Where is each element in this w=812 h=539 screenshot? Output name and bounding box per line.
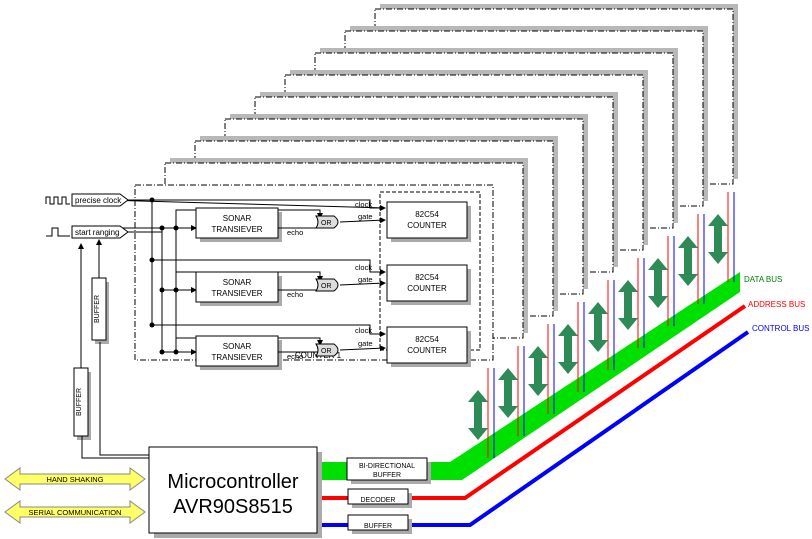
control-bus-label: CONTROL BUS [752, 324, 810, 333]
buffer-bus-label: BUFFER [364, 523, 392, 530]
microcontroller-title: Microcontroller [167, 471, 298, 493]
clock-label-1: clock [355, 200, 372, 209]
channel-1: SONAR TRANSIEVER echo OR clock gate 82C5… [103, 199, 471, 242]
bus-interfaces: BI-DIRECTIONAL BUFFER DECODER BUFFER [346, 457, 431, 534]
data-bus-arrow [468, 390, 488, 440]
or-gate-3: OR [321, 348, 332, 355]
microcontroller-model: AVR90S8515 [173, 496, 293, 518]
data-bus-label: DATA BUS [744, 275, 782, 284]
sonar-label-3b: TRANSIEVER [211, 353, 262, 362]
clock-waveform-icon [45, 196, 70, 205]
address-bus-label: ADDRESS BUS [748, 300, 805, 309]
decoder-label: DECODER [360, 497, 395, 504]
handshaking-arrow [4, 467, 146, 491]
clock-label-2: clock [355, 263, 372, 272]
gate-label-1: gate [358, 212, 373, 221]
sonar-label-3: SONAR [223, 342, 252, 351]
counter-label-1b: COUNTER [407, 221, 447, 230]
echo-label-2: echo [287, 290, 303, 299]
pulse-waveform-icon [46, 227, 70, 237]
data-bus-arrow [678, 236, 698, 286]
side-arrows: HAND SHAKING SERIAL COMMUNICATION [4, 467, 146, 524]
gate-label-2: gate [358, 275, 373, 284]
sonar-label-1: SONAR [223, 214, 252, 223]
input-signals: precise clock start ranging [45, 193, 162, 239]
start-ranging-label: start ranging [75, 228, 119, 237]
echo-label-3: echo [287, 352, 303, 361]
channel-3: SONAR TRANSIEVER echo OR clock gate 82C5… [152, 324, 471, 370]
precise-clock-label: precise clock [75, 196, 122, 205]
vertical-buffers: BUFFER BUFFER [73, 239, 150, 459]
bidir-label-b: BUFFER [373, 472, 401, 479]
handshaking-label: HAND SHAKING [46, 475, 103, 484]
microcontroller: Microcontroller AVR90S8515 [148, 446, 322, 538]
data-bus-arrow [618, 280, 638, 330]
channel-2: SONAR TRANSIEVER echo OR clock gate 82C5… [152, 259, 471, 306]
data-bus-arrow [528, 346, 548, 396]
counter-label-2b: COUNTER [407, 284, 447, 293]
sonar-label-2b: TRANSIEVER [211, 289, 262, 298]
data-bus-arrow [708, 214, 728, 264]
bidir-label: BI-DIRECTIONAL [359, 463, 415, 470]
gate-label-3: gate [358, 339, 373, 348]
counter-group-1: COUNTER 1 SONAR TRANSIEVER echo [103, 184, 494, 370]
data-bus-arrow [648, 258, 668, 308]
counter-label-2: 82C54 [415, 273, 439, 282]
data-bus-arrow [558, 324, 578, 374]
bus-connection-arrows [468, 192, 735, 458]
or-gate-1: OR [321, 220, 332, 227]
or-gate-2: OR [321, 283, 332, 290]
data-bus-arrow [588, 302, 608, 352]
buffer-lower-label: BUFFER [76, 388, 83, 416]
sonar-label-1b: TRANSIEVER [211, 225, 262, 234]
precise-clock-arrow [71, 193, 129, 207]
counter-label-1: 82C54 [415, 210, 439, 219]
clock-label-3: clock [355, 326, 372, 335]
counter-label-3b: COUNTER [407, 346, 447, 355]
serial-arrow [4, 500, 146, 524]
data-bus-arrow [498, 368, 518, 418]
buffer-upper-label: BUFFER [94, 295, 101, 323]
echo-label-1: echo [287, 228, 303, 237]
sonar-label-2: SONAR [223, 278, 252, 287]
serial-label: SERIAL COMMUNICATION [29, 508, 122, 517]
counter-label-3: 82C54 [415, 335, 439, 344]
start-ranging-arrow [71, 225, 129, 239]
